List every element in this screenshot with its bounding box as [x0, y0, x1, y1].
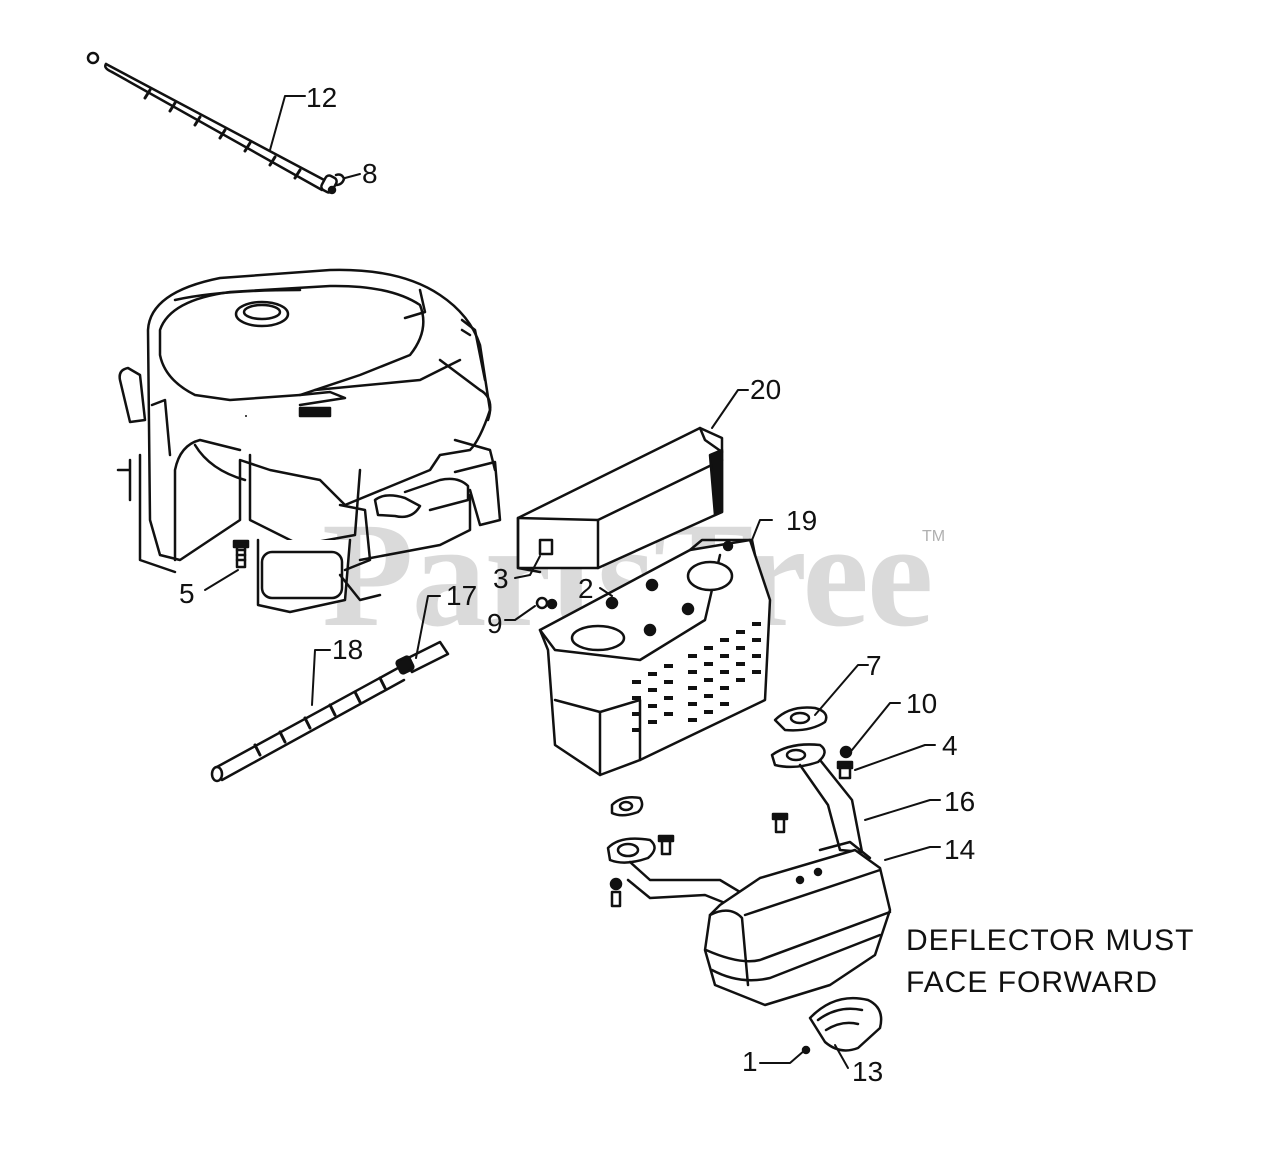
callout-20: 20 [750, 374, 782, 405]
screw-9 [535, 596, 558, 610]
callout-14: 14 [944, 834, 976, 865]
callout-4: 4 [942, 730, 958, 761]
nut-10 [839, 745, 853, 759]
callout-3: 3 [493, 563, 509, 594]
gasket-7 [773, 706, 828, 732]
leader-lines [204, 95, 941, 1069]
heat-shield-20 [516, 426, 724, 574]
muffler-14 [703, 840, 892, 1007]
deflector-note-line-2: FACE FORWARD [906, 966, 1159, 999]
callout-9: 9 [487, 608, 503, 639]
trademark-mark: TM [922, 528, 946, 545]
fuel-hose-upper [86, 51, 338, 194]
bolt-4 [836, 760, 854, 780]
fuel-hose-lower-18 [210, 666, 406, 783]
bolt-5 [232, 539, 250, 569]
exhaust-pipe-16 [606, 743, 864, 922]
callout-19: 19 [786, 505, 818, 536]
callout-18: 18 [332, 634, 364, 665]
muffler-guard-19 [538, 538, 772, 777]
engine-assembly [116, 268, 502, 614]
callout-13: 13 [852, 1056, 884, 1087]
callout-7: 7 [866, 650, 882, 681]
callout-16: 16 [944, 786, 976, 817]
deflector-13 [808, 996, 883, 1052]
callout-12: 12 [306, 82, 338, 113]
callout-5: 5 [179, 578, 195, 609]
deflector-note: DEFLECTOR MUST FACE FORWARD [906, 920, 1194, 1004]
callout-17: 17 [446, 580, 478, 611]
fuel-filter-17 [395, 640, 450, 675]
callout-10: 10 [906, 688, 938, 719]
hose-clamp-8 [327, 173, 346, 195]
callout-8: 8 [362, 158, 378, 189]
callout-1: 1 [742, 1046, 758, 1077]
callout-2: 2 [578, 573, 594, 604]
deflector-note-line-1: DEFLECTOR MUST [906, 924, 1195, 957]
